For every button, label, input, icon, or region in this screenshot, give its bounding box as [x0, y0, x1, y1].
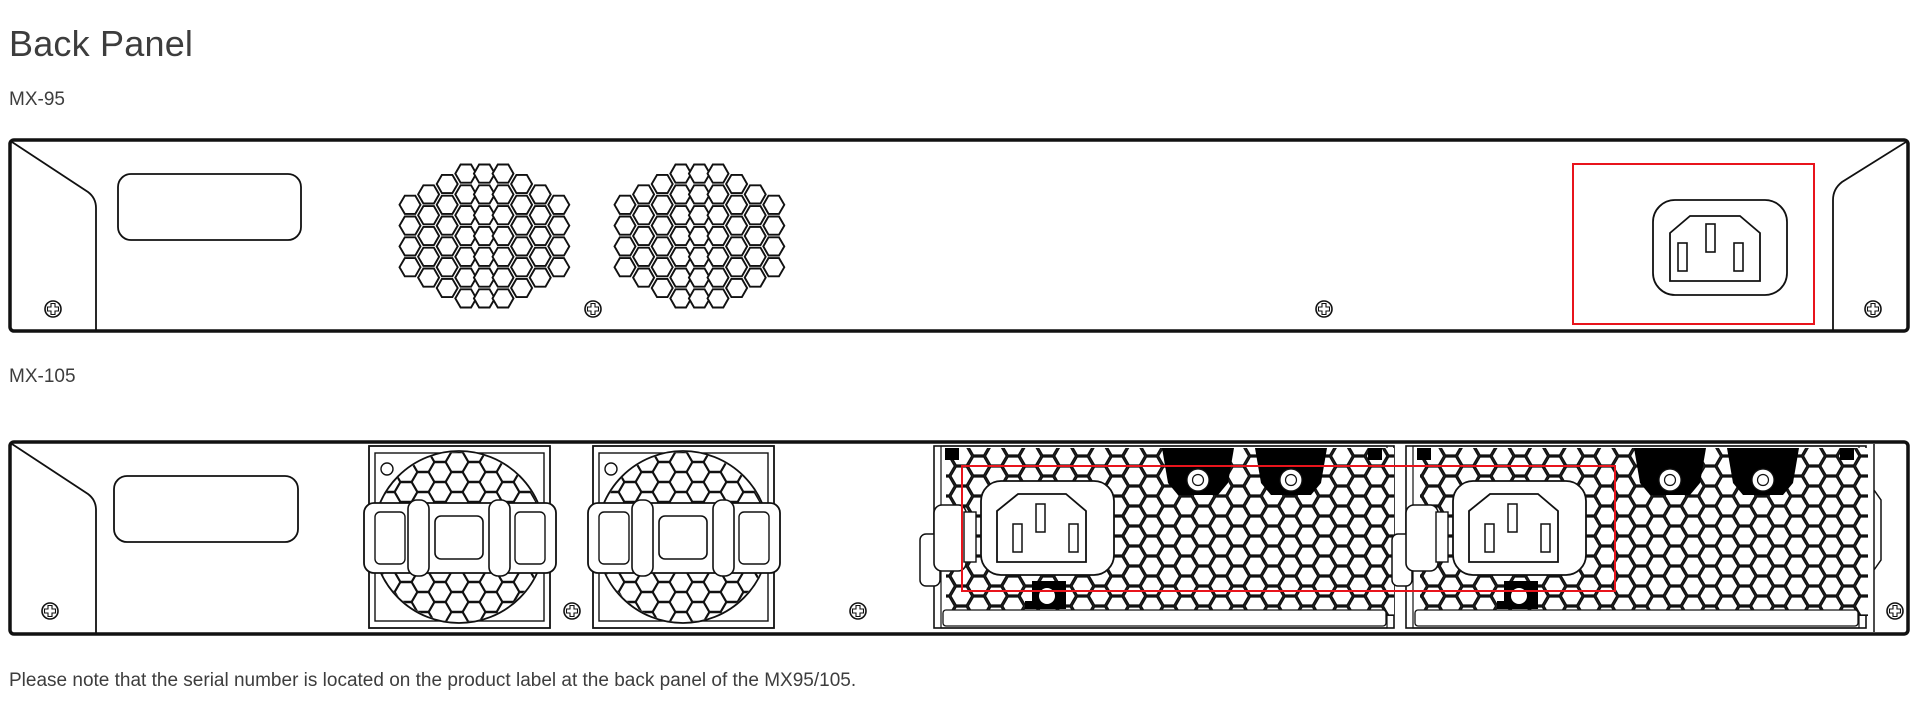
hex-vent-icon	[613, 163, 786, 309]
page-title: Back Panel	[9, 23, 194, 64]
left-rack-ear	[11, 443, 97, 634]
mx95-chassis	[8, 138, 1910, 333]
mx95-back-panel-diagram	[0, 130, 1927, 340]
model-label-mx105: MX-105	[9, 366, 76, 387]
chassis-outline	[8, 440, 1910, 636]
screw-icon	[44, 300, 62, 318]
mx105-back-panel-diagram	[0, 430, 1927, 650]
right-rack-ear	[1832, 141, 1907, 331]
screw-icon	[1864, 300, 1882, 318]
screw-icon	[849, 602, 867, 620]
mx105-chassis	[8, 440, 1910, 636]
power-supply-1	[919, 445, 1395, 629]
chassis-outline	[8, 138, 1910, 333]
fan-icon	[587, 445, 781, 629]
power-inlet-icon	[980, 480, 1115, 576]
hex-vent-icon	[398, 163, 571, 309]
power-inlet-icon	[1652, 199, 1788, 296]
screw-icon	[563, 602, 581, 620]
screw-icon	[41, 602, 59, 620]
left-rack-ear	[11, 141, 97, 331]
highlight-box-power-supplies	[961, 465, 1616, 592]
power-supply-2	[1391, 445, 1868, 629]
screw-icon	[1315, 300, 1333, 318]
power-inlet-icon	[1452, 480, 1587, 576]
screw-icon	[1886, 602, 1904, 620]
serial-number-note: Please note that the serial number is lo…	[9, 670, 857, 691]
fan-icon	[363, 445, 557, 629]
screw-icon	[584, 300, 602, 318]
product-label-plate	[113, 475, 299, 543]
product-label-plate	[117, 173, 302, 241]
model-label-mx95: MX-95	[9, 89, 65, 110]
highlight-box-power-inlet	[1572, 163, 1815, 325]
